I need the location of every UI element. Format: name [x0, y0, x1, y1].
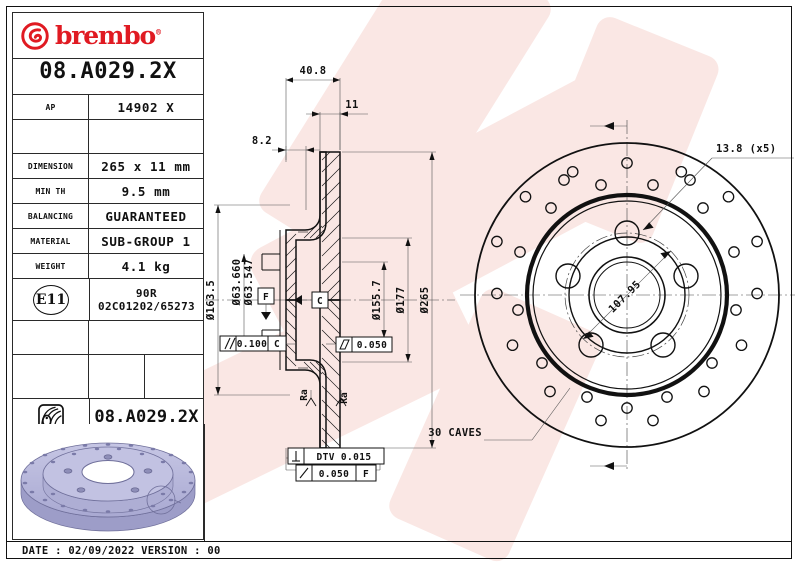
- table-row: WEIGHT 4.1 kg: [13, 254, 203, 279]
- registered-mark: ®: [154, 27, 162, 37]
- reference-value: 14902 X: [117, 99, 175, 115]
- approval-line-2: 02C01202/65273: [98, 299, 195, 313]
- approval-row: E11 90R 02C01202/65273: [13, 279, 203, 321]
- reference-label: AP: [13, 95, 89, 119]
- part-number-row: 08.A029.2X: [13, 59, 203, 95]
- row-label: DIMENSION: [13, 154, 89, 178]
- row-value: GUARANTEED: [105, 208, 187, 224]
- blank-cell: [89, 120, 203, 153]
- render-panel-divider: [204, 424, 205, 541]
- row-label: MATERIAL: [13, 229, 89, 253]
- blank-row: [13, 321, 203, 355]
- blank-cell: [13, 321, 89, 354]
- footer-date-version: DATE : 02/09/2022 VERSION : 00: [22, 545, 221, 557]
- brembo-logo: brembo®: [13, 13, 203, 58]
- e-mark-label: E11: [33, 284, 69, 315]
- callout-bolt-hole-diameter: 13.8 (x5): [716, 143, 777, 155]
- table-row: BALANCING GUARANTEED: [13, 204, 203, 229]
- approval-value: 90R 02C01202/65273: [90, 279, 203, 320]
- reference-row: AP 14902 X: [13, 95, 203, 120]
- row-value: 4.1 kg: [121, 258, 171, 274]
- table-row: MATERIAL SUB-GROUP 1: [13, 229, 203, 254]
- part-number: 08.A029.2X: [39, 59, 177, 84]
- e-mark-badge: E11: [13, 279, 90, 320]
- brembo-mark-icon: [21, 21, 49, 50]
- blank-cell: [89, 321, 203, 354]
- blank-cell: [89, 355, 145, 398]
- blank-row: [13, 120, 203, 154]
- row-label: WEIGHT: [13, 254, 89, 278]
- row-value: 265 x 11 mm: [101, 158, 191, 174]
- isometric-disc-render: [20, 442, 196, 532]
- row-label: BALANCING: [13, 204, 89, 228]
- isometric-render-panel: [12, 424, 204, 540]
- footer-divider: [6, 541, 792, 542]
- approval-line-1: 90R: [135, 286, 158, 300]
- blank-row-split: [13, 355, 203, 399]
- row-value: SUB-GROUP 1: [101, 233, 191, 249]
- table-row: MIN TH 9.5 mm: [13, 179, 203, 204]
- blank-cell: [13, 355, 89, 398]
- table-row: DIMENSION 265 x 11 mm: [13, 154, 203, 179]
- specification-table: brembo® 08.A029.2X AP 14902 X DIMENSION …: [12, 12, 204, 436]
- brand-row: brembo®: [13, 13, 203, 59]
- brembo-wordmark: brembo®: [55, 21, 162, 50]
- blank-cell: [145, 355, 203, 398]
- blank-cell: [13, 120, 89, 153]
- row-label: MIN TH: [13, 179, 89, 203]
- row-value: 9.5 mm: [121, 183, 171, 199]
